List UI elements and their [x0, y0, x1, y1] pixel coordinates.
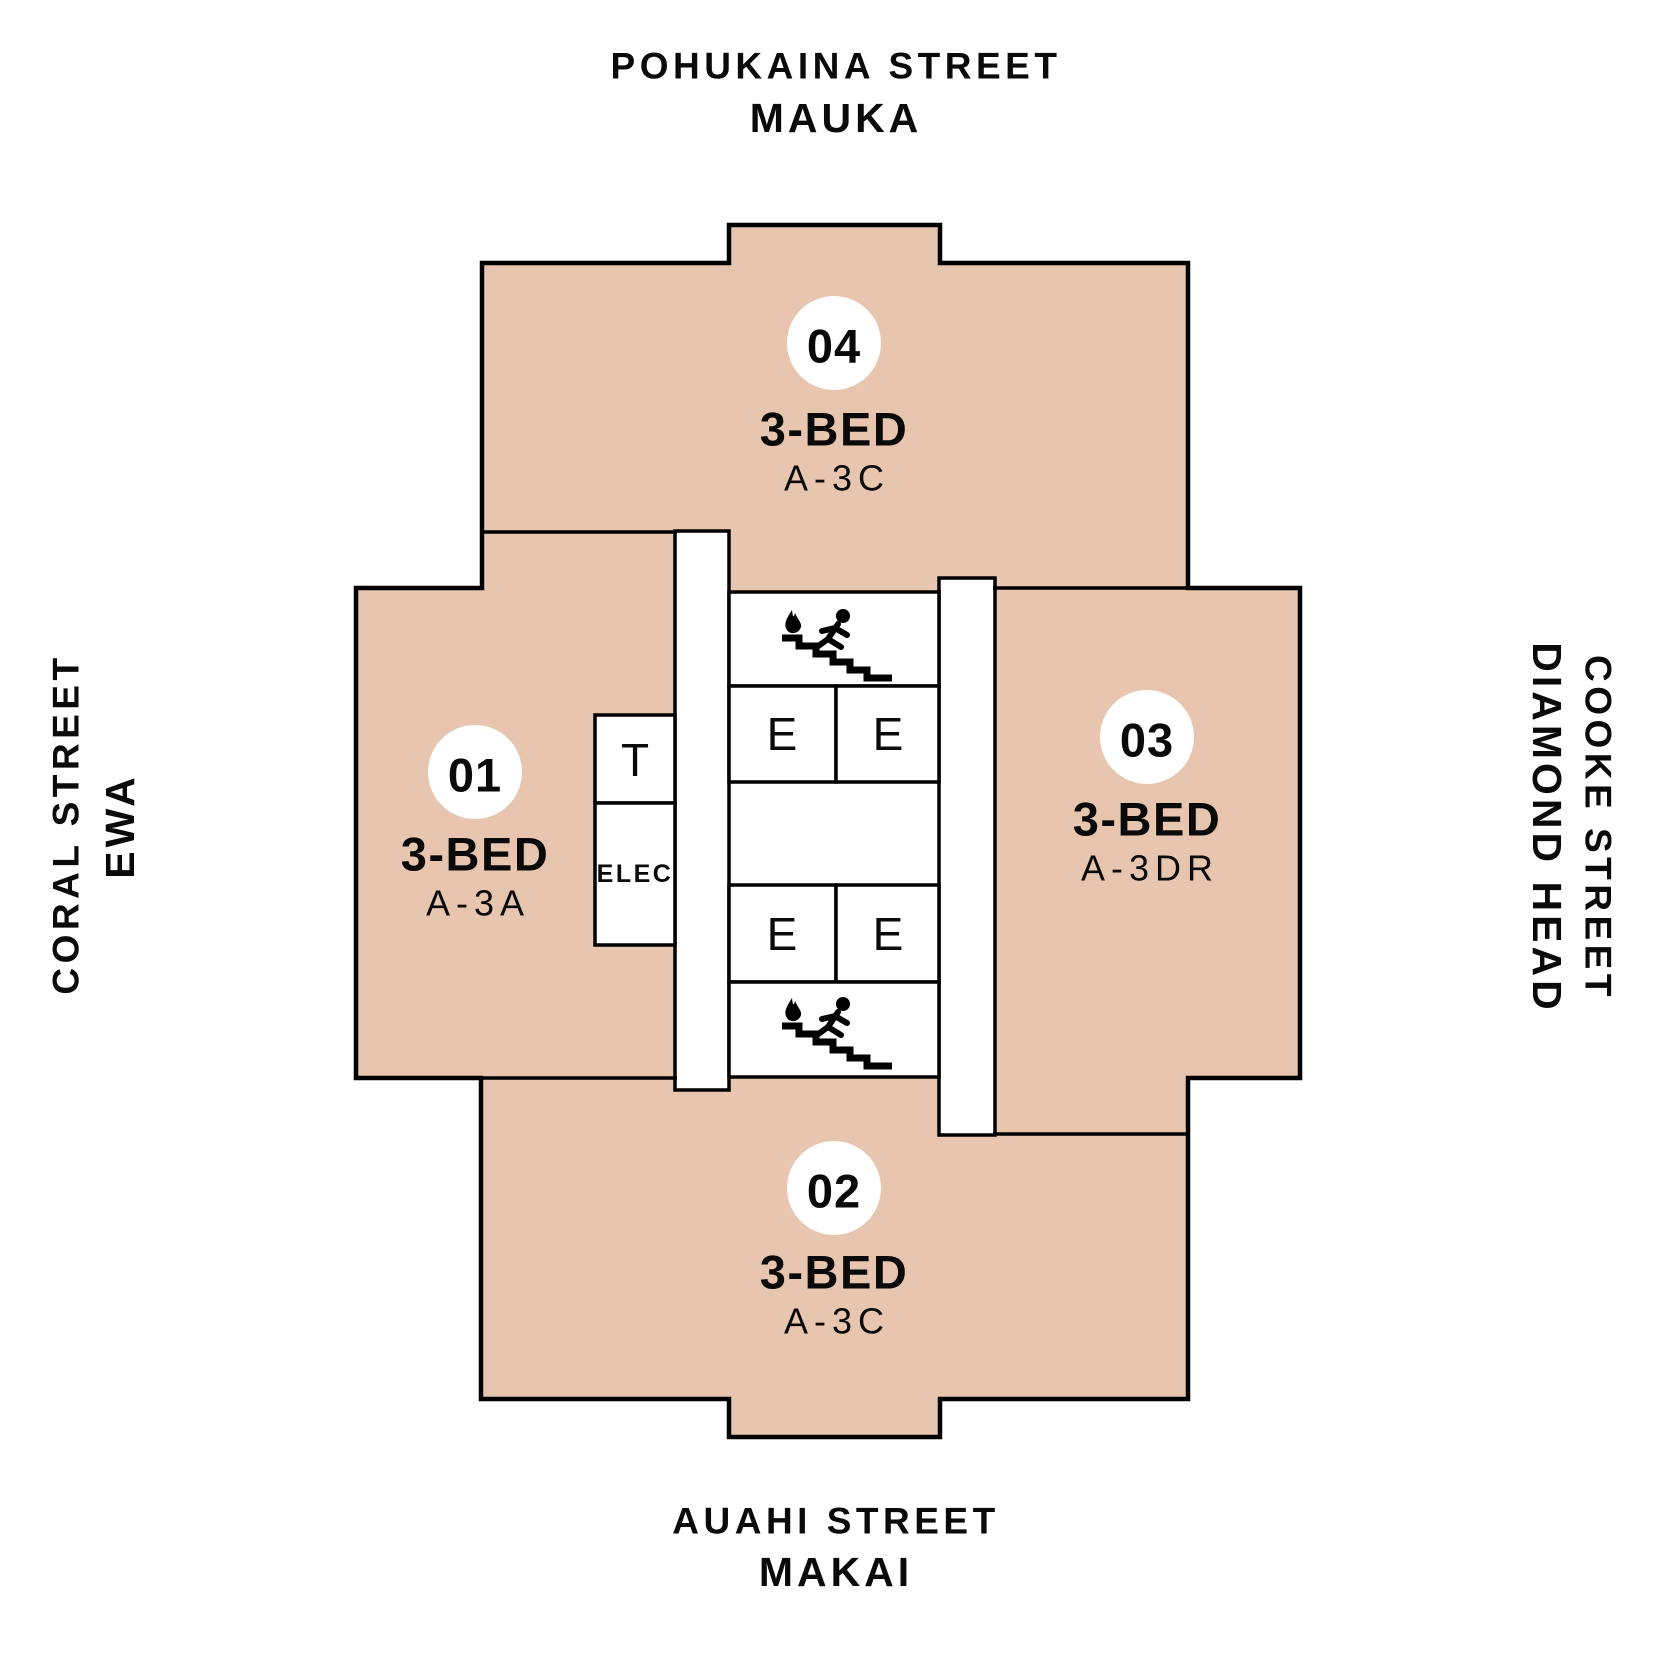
core-hallway: [727, 780, 941, 887]
fire-exit-stairs-icon: [782, 997, 892, 1070]
street-direction: MAUKA: [750, 95, 923, 141]
elevator-north-right: [834, 684, 941, 784]
street-label-west: CORAL STREET EWA: [46, 653, 144, 994]
core-north: [727, 590, 941, 784]
service-rooms: [593, 713, 677, 947]
unit-number: 04: [807, 320, 861, 373]
electrical-label: ELEC: [597, 860, 674, 888]
elevator-label: E: [767, 908, 798, 960]
elevator-south-left: [727, 883, 838, 984]
trash-room: [593, 713, 677, 805]
unit-number: 03: [1120, 714, 1174, 767]
unit-02[interactable]: 02 3-BED A-3C: [760, 1141, 909, 1342]
unit-plan-code: A-3C: [784, 1301, 890, 1342]
core-south: [727, 883, 941, 1079]
electrical-room: [593, 801, 677, 947]
elevator-label: E: [873, 908, 904, 960]
unit-number-badge: [787, 296, 881, 390]
fire-exit-stairs-icon: [782, 609, 892, 682]
street-label-east: COOKE STREET DIAMOND HEAD: [1524, 642, 1619, 1013]
unit-number: 02: [807, 1165, 861, 1218]
unit-type: 3-BED: [1073, 793, 1222, 846]
street-name: CORAL STREET: [46, 653, 87, 994]
street-direction: DIAMOND HEAD: [1524, 642, 1570, 1013]
trash-label: T: [621, 734, 649, 786]
elevator-south-right: [834, 883, 941, 984]
unit-plan-code: A-3DR: [1081, 848, 1219, 889]
street-name: POHUKAINA STREET: [611, 46, 1062, 87]
street-name: AUAHI STREET: [672, 1501, 999, 1542]
elevator-label: E: [873, 708, 904, 760]
street-direction: EWA: [97, 773, 143, 878]
unit-plan-code: A-3C: [784, 458, 890, 499]
unit-01[interactable]: 01 3-BED A-3A: [401, 725, 550, 924]
street-label-north: POHUKAINA STREET MAUKA: [611, 46, 1062, 142]
unit-type: 3-BED: [760, 1246, 909, 1299]
elevator-label: E: [767, 708, 798, 760]
stair-room-north: [727, 590, 941, 688]
unit-number-badge: [428, 725, 522, 819]
unit-number-badge: [1100, 690, 1194, 784]
unit-04[interactable]: 04 3-BED A-3C: [760, 296, 909, 499]
street-label-south: AUAHI STREET MAKAI: [672, 1501, 999, 1596]
unit-03[interactable]: 03 3-BED A-3DR: [1073, 690, 1222, 889]
unit-number: 01: [448, 749, 502, 802]
street-name: COOKE STREET: [1578, 655, 1619, 1001]
corridor-east: [937, 576, 997, 1137]
unit-number-badge: [787, 1141, 881, 1235]
unit-type: 3-BED: [760, 403, 909, 456]
unit-type: 3-BED: [401, 828, 550, 881]
corridor-west: [673, 529, 731, 1092]
unit-plan-code: A-3A: [426, 883, 530, 924]
street-direction: MAKAI: [759, 1549, 913, 1595]
